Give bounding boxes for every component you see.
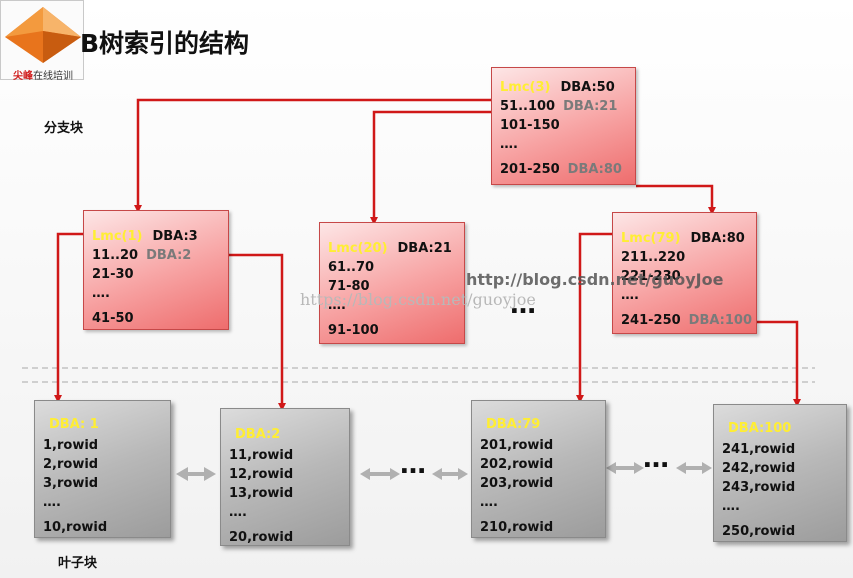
key-range: 201-250 <box>500 162 560 177</box>
leaf-ellipsis: … <box>400 450 428 480</box>
leaf-link-arrow <box>360 468 400 480</box>
leaf-row: 12,rowid <box>229 467 294 482</box>
watermark-url-faint: https://blog.csdn.net/guoyjoe <box>300 290 536 309</box>
key-range: 241-250 <box>621 313 681 328</box>
branch-1-to-leaf-2 <box>229 253 286 411</box>
leaf-row: 3,rowid <box>43 476 99 491</box>
branch-1-to-leaf-1 <box>54 232 84 403</box>
branch-3-to-leaf-3 <box>576 232 612 403</box>
pyramid-icon <box>5 7 81 63</box>
lmc-pointer: Lmc(1) <box>92 229 143 244</box>
key-range: 41-50 <box>92 311 134 326</box>
leaf-row: 201,rowid <box>480 438 554 453</box>
leaf-row: …. <box>722 499 740 514</box>
block-dba: DBA:80 <box>690 231 745 246</box>
key-range: …. <box>500 137 518 152</box>
leaf-ellipsis: … <box>643 444 671 474</box>
root-to-branch-2 <box>370 110 491 225</box>
leaf-row: 210,rowid <box>480 520 554 535</box>
leaf-link-arrow <box>606 462 644 474</box>
leaf-link-arrow <box>676 462 712 474</box>
root-block: Lmc(3) DBA:50 51..100 DBA:21 101-150 …. 20… <box>491 67 636 185</box>
branch-block-1: Lmc(1) DBA:3 11..20 DBA:2 21-30 …. 41-50 <box>83 210 229 330</box>
branch-block-label: 分支块 <box>44 121 84 136</box>
leaf-row: …. <box>43 495 61 510</box>
leaf-block-1: DBA: 1 1,rowid 2,rowid 3,rowid …. 10,row… <box>34 400 171 538</box>
key-range: 11..20 <box>92 248 139 263</box>
leaf-row: 1,rowid <box>43 438 99 453</box>
lmc-pointer: Lmc(79) <box>621 231 681 246</box>
page-title: B树索引的结构 <box>80 29 250 58</box>
branch-block-2: Lmc(20) DBA:21 61..70 71-80 …. 91-100 <box>319 222 465 344</box>
leaf-block-3: DBA:79 201,rowid 202,rowid 203,rowid …. … <box>471 400 606 538</box>
key-range: …. <box>328 298 346 313</box>
leaf-row: 11,rowid <box>229 448 294 463</box>
leaf-dba: DBA:100 <box>728 421 792 436</box>
block-dba: DBA:3 <box>152 229 198 244</box>
leaf-row: …. <box>480 495 498 510</box>
key-range: …. <box>621 288 639 303</box>
leaf-row: 242,rowid <box>722 461 796 476</box>
logo-text: 尖峰在线培训 <box>13 71 73 82</box>
child-dba: DBA:2 <box>146 248 192 263</box>
lmc-pointer: Lmc(3) <box>500 80 551 95</box>
child-dba: DBA:21 <box>563 99 618 114</box>
leaf-link-arrow <box>432 468 468 480</box>
leaf-row: 2,rowid <box>43 457 99 472</box>
leaf-row: 243,rowid <box>722 480 796 495</box>
leaf-dba: DBA:79 <box>486 417 541 432</box>
leaf-link-arrow <box>176 467 216 481</box>
key-range: 221-230 <box>621 269 681 284</box>
lmc-pointer: Lmc(20) <box>328 241 388 256</box>
root-to-branch-1 <box>134 98 491 213</box>
block-dba: DBA:50 <box>560 80 615 95</box>
key-range: 21-30 <box>92 267 134 282</box>
key-range: 101-150 <box>500 118 560 133</box>
leaf-row: …. <box>229 505 247 520</box>
block-dba: DBA:21 <box>397 241 452 256</box>
leaf-block-label: 叶子块 <box>58 556 98 571</box>
leaf-row: 20,rowid <box>229 530 294 545</box>
branch-ellipsis: … <box>510 290 538 320</box>
watermark-url: http://blog.csdn.net/guoyJoe <box>466 270 724 289</box>
key-range: 51..100 <box>500 99 556 114</box>
leaf-row: 250,rowid <box>722 524 796 539</box>
leaf-row: 13,rowid <box>229 486 294 501</box>
leaf-row: 10,rowid <box>43 520 108 535</box>
child-dba: DBA:80 <box>567 162 622 177</box>
key-range: 211..220 <box>621 250 686 265</box>
leaf-dba: DBA:2 <box>235 427 281 442</box>
root-to-branch-3 <box>636 184 716 215</box>
leaf-block-4: DBA:100 241,rowid 242,rowid 243,rowid ….… <box>713 404 847 542</box>
key-range: 71-80 <box>328 279 370 294</box>
branch-3-to-leaf-4 <box>757 320 801 407</box>
leaf-block-2: DBA:2 11,rowid 12,rowid 13,rowid …. 20,r… <box>220 408 350 546</box>
branch-block-3: Lmc(79) DBA:80 211..220 221-230 …. 241-25… <box>612 212 757 334</box>
key-range: 61..70 <box>328 260 375 275</box>
key-range: 91-100 <box>328 323 379 338</box>
key-range: …. <box>92 286 110 301</box>
leaf-row: 203,rowid <box>480 476 554 491</box>
leaf-row: 241,rowid <box>722 442 796 457</box>
leaf-row: 202,rowid <box>480 457 554 472</box>
brand-logo: 尖峰在线培训 <box>0 0 84 82</box>
child-dba: DBA:100 <box>688 313 753 328</box>
leaf-dba: DBA: 1 <box>49 417 99 432</box>
